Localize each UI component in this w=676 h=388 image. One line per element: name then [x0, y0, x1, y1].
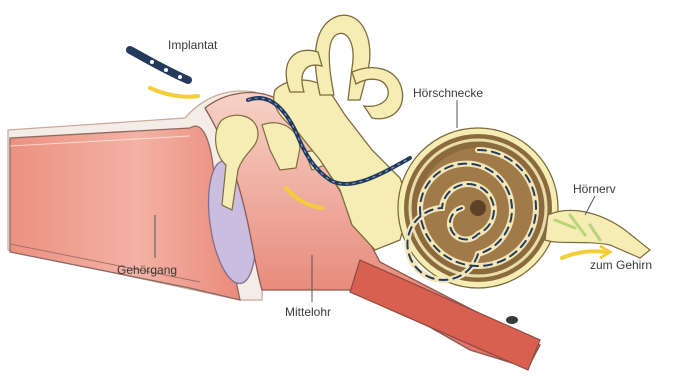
- implant-device: [130, 50, 188, 80]
- label-auditory-nerve: Hörnerv: [573, 182, 616, 196]
- cochlea: [398, 128, 558, 288]
- label-implant: Implantat: [168, 38, 217, 52]
- label-to-brain: zum Gehirn: [590, 258, 652, 272]
- label-ear-canal: Gehörgang: [117, 263, 177, 277]
- label-cochlea: Hörschnecke: [413, 86, 483, 100]
- label-middle-ear: Mittelohr: [285, 305, 331, 319]
